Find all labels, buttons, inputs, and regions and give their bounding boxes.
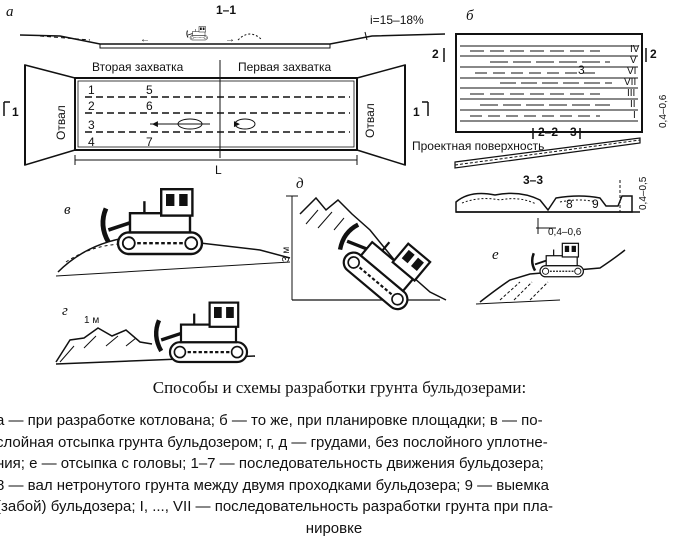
bulldozer-icon — [530, 242, 585, 279]
arrow-right-icon: → — [225, 34, 235, 45]
panel-a-letter: а — [6, 4, 14, 20]
bulldozer-icon — [329, 209, 437, 313]
roman-label: II — [630, 99, 636, 110]
roman-label: I — [633, 110, 636, 121]
pass-label: 5 — [146, 83, 153, 97]
mini-dozer-icon — [186, 26, 208, 41]
panel-e: е — [475, 242, 626, 305]
depth-b-label: 0,4–0,6 — [658, 94, 669, 128]
panel-a: а 1–1 i=15–18% ← → ◄ ► — [3, 3, 446, 177]
site-plan — [455, 33, 643, 133]
roman-label: IV — [630, 44, 640, 55]
panel-d: д 3 м — [281, 176, 447, 313]
bulldozer-methods-figure: а 1–1 i=15–18% ← → ◄ ► — [3, 3, 669, 365]
panel-g-letter: г — [62, 303, 68, 319]
figure-caption-body: а — при разработке котлована; б — то же,… — [0, 410, 672, 539]
design-surface-profile — [454, 137, 641, 169]
dump-right-label: Отвал — [363, 103, 377, 138]
arrow-left-icon: ← — [140, 34, 150, 45]
caption-line: ния; е — отсыпка с головы; 1–7 — последо… — [0, 455, 544, 472]
section-1-1-label: 1–1 — [216, 3, 236, 17]
section-3-label: 3 — [570, 125, 577, 139]
cut-marker-left: 1 — [3, 101, 19, 119]
length-label: L — [215, 163, 222, 177]
section-3-3-title: 3–3 — [523, 173, 543, 187]
cut-right-label: 1 — [413, 105, 420, 119]
cut-2-left-label: 2 — [432, 47, 439, 61]
caption-line: 8 — вал нетронутого грунта между двумя п… — [0, 476, 549, 494]
pass-label: 2 — [88, 99, 95, 113]
arrow-left-icon: ◄ — [150, 119, 160, 130]
section-2-2-label: 2–2 — [538, 125, 558, 139]
section-1-1-profile — [19, 31, 446, 49]
zone-first-label: Первая захватка — [238, 60, 332, 74]
excavation-plan: ◄ ► — [24, 60, 406, 167]
num-3-label: 3 — [578, 63, 585, 77]
zone-second-label: Вторая захватка — [92, 60, 184, 74]
panel-v: в — [55, 189, 291, 277]
num-8-label: 8 — [566, 197, 573, 211]
panel-b-letter: б — [466, 8, 474, 24]
cut-left-label: 1 — [12, 105, 19, 119]
section-3-3: 3–3 8 9 0,4–0,5 0,4–0,6 — [455, 173, 649, 238]
pass-label: 6 — [146, 99, 153, 113]
depth-33-label: 0,4–0,5 — [638, 176, 649, 210]
pass-label: 7 — [146, 135, 153, 149]
caption-line: а — при разработке котлована; б — то же,… — [0, 412, 543, 429]
panel-v-letter: в — [64, 202, 71, 218]
bulldozer-icon — [156, 303, 247, 362]
bulldozer-icon — [103, 189, 202, 254]
figure-caption-title: Способы и схемы разработки грунта бульдо… — [152, 378, 527, 397]
panel-g: г 1 м — [55, 303, 256, 365]
cut-2-right-label: 2 — [650, 47, 657, 61]
roman-label: VI — [627, 66, 636, 77]
cut-marker-2-right: 2 — [645, 47, 657, 62]
planning-strips — [460, 45, 638, 122]
panel-b: б IV V VI VII III II I 3 2 — [412, 8, 669, 169]
panel-e-letter: е — [492, 247, 499, 263]
roman-label: V — [630, 55, 637, 66]
slope-label: i=15–18% — [370, 13, 424, 27]
pass-label: 4 — [88, 135, 95, 149]
caption-line: нировке — [305, 519, 363, 537]
pass-label: 3 — [88, 118, 95, 132]
cut-marker-right: 1 — [413, 101, 429, 119]
design-surface-label: Проектная поверхность — [412, 139, 544, 153]
arrow-right-icon: ► — [232, 119, 242, 130]
pass-label: 1 — [88, 83, 95, 97]
cut-marker-2-left: 2 — [432, 47, 445, 62]
dump-left-label: Отвал — [54, 105, 68, 140]
panel-d-letter: д — [296, 176, 304, 192]
height-g-label: 1 м — [84, 315, 99, 326]
caption-line: слойная отсыпка грунта бульдозером; г, д… — [0, 433, 548, 451]
num-9-label: 9 — [592, 197, 599, 211]
caption-line: (забой) бульдозера; I, ..., VII — послед… — [0, 498, 553, 515]
width-33-label: 0,4–0,6 — [548, 227, 582, 238]
roman-label: VII — [624, 77, 636, 88]
height-d-label: 3 м — [281, 247, 292, 262]
roman-label: III — [627, 88, 635, 99]
